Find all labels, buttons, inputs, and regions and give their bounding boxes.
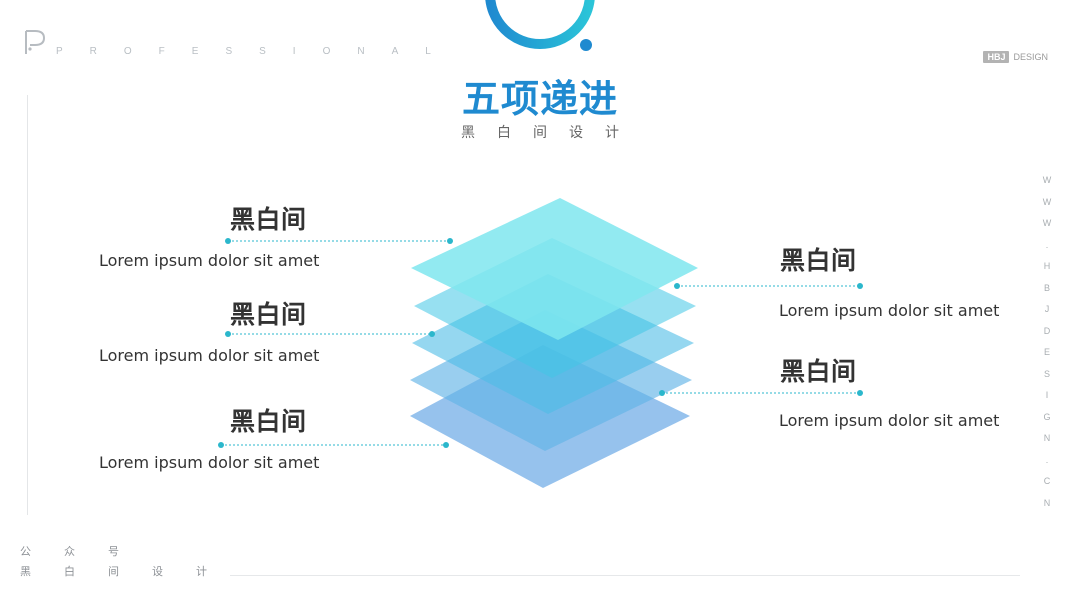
bottom-divider: [230, 575, 1020, 576]
vertical-url-char: N: [1043, 433, 1051, 443]
brand-logo: HBJ DESIGN: [983, 51, 1048, 63]
p-logo-icon: [25, 30, 46, 54]
item-3-title: 黑白间: [230, 407, 307, 436]
professional-tagline: PROFESSIONAL: [56, 46, 458, 57]
vertical-url-char: C: [1043, 476, 1051, 486]
item-2-text: Lorem ipsum dolor sit amet: [99, 346, 320, 365]
item-3-text: Lorem ipsum dolor sit amet: [99, 453, 320, 472]
connector-dots: [218, 238, 863, 448]
vertical-url-char: W: [1042, 218, 1052, 228]
vertical-url-char: B: [1043, 282, 1050, 293]
item-1-text: Lorem ipsum dolor sit amet: [99, 251, 320, 270]
vertical-url-char: I: [1045, 390, 1049, 400]
vertical-url-char: .: [1045, 239, 1049, 250]
brand-box: HBJ: [983, 51, 1010, 63]
vertical-url-char: .: [1045, 454, 1049, 465]
footer-line-1: 公众号: [20, 545, 152, 558]
vertical-url-char: W: [1042, 196, 1052, 207]
vertical-url-char: N: [1043, 497, 1051, 508]
item-2-title: 黑白间: [230, 300, 307, 329]
vertical-url-char: D: [1043, 325, 1051, 336]
item-5-title: 黑白间: [780, 357, 857, 386]
layer-1: [411, 198, 698, 340]
footer-line-2: 黑白间设计: [20, 565, 240, 578]
ring-decoration-icon: [485, 0, 595, 51]
vertical-url-char: S: [1043, 368, 1050, 379]
item-4-text: Lorem ipsum dolor sit amet: [779, 301, 1000, 320]
vertical-url-char: G: [1043, 411, 1051, 422]
page-subtitle: 黑白间设计: [461, 125, 641, 141]
connectors: [221, 240, 860, 446]
layer-stack: [410, 198, 698, 488]
vertical-url-char: J: [1044, 304, 1050, 314]
page-title: 五项递进: [461, 77, 618, 121]
item-4-title: 黑白间: [780, 246, 857, 275]
vertical-url-char: W: [1042, 175, 1052, 185]
left-divider: [27, 95, 28, 515]
vertical-url: W W W. H B J D E S I G N. C N: [1040, 170, 1054, 514]
vertical-url-char: H: [1043, 261, 1051, 271]
item-5-text: Lorem ipsum dolor sit amet: [779, 411, 1000, 430]
vertical-url-char: E: [1043, 347, 1050, 357]
item-1-title: 黑白间: [230, 205, 307, 234]
brand-text: DESIGN: [1013, 52, 1048, 62]
